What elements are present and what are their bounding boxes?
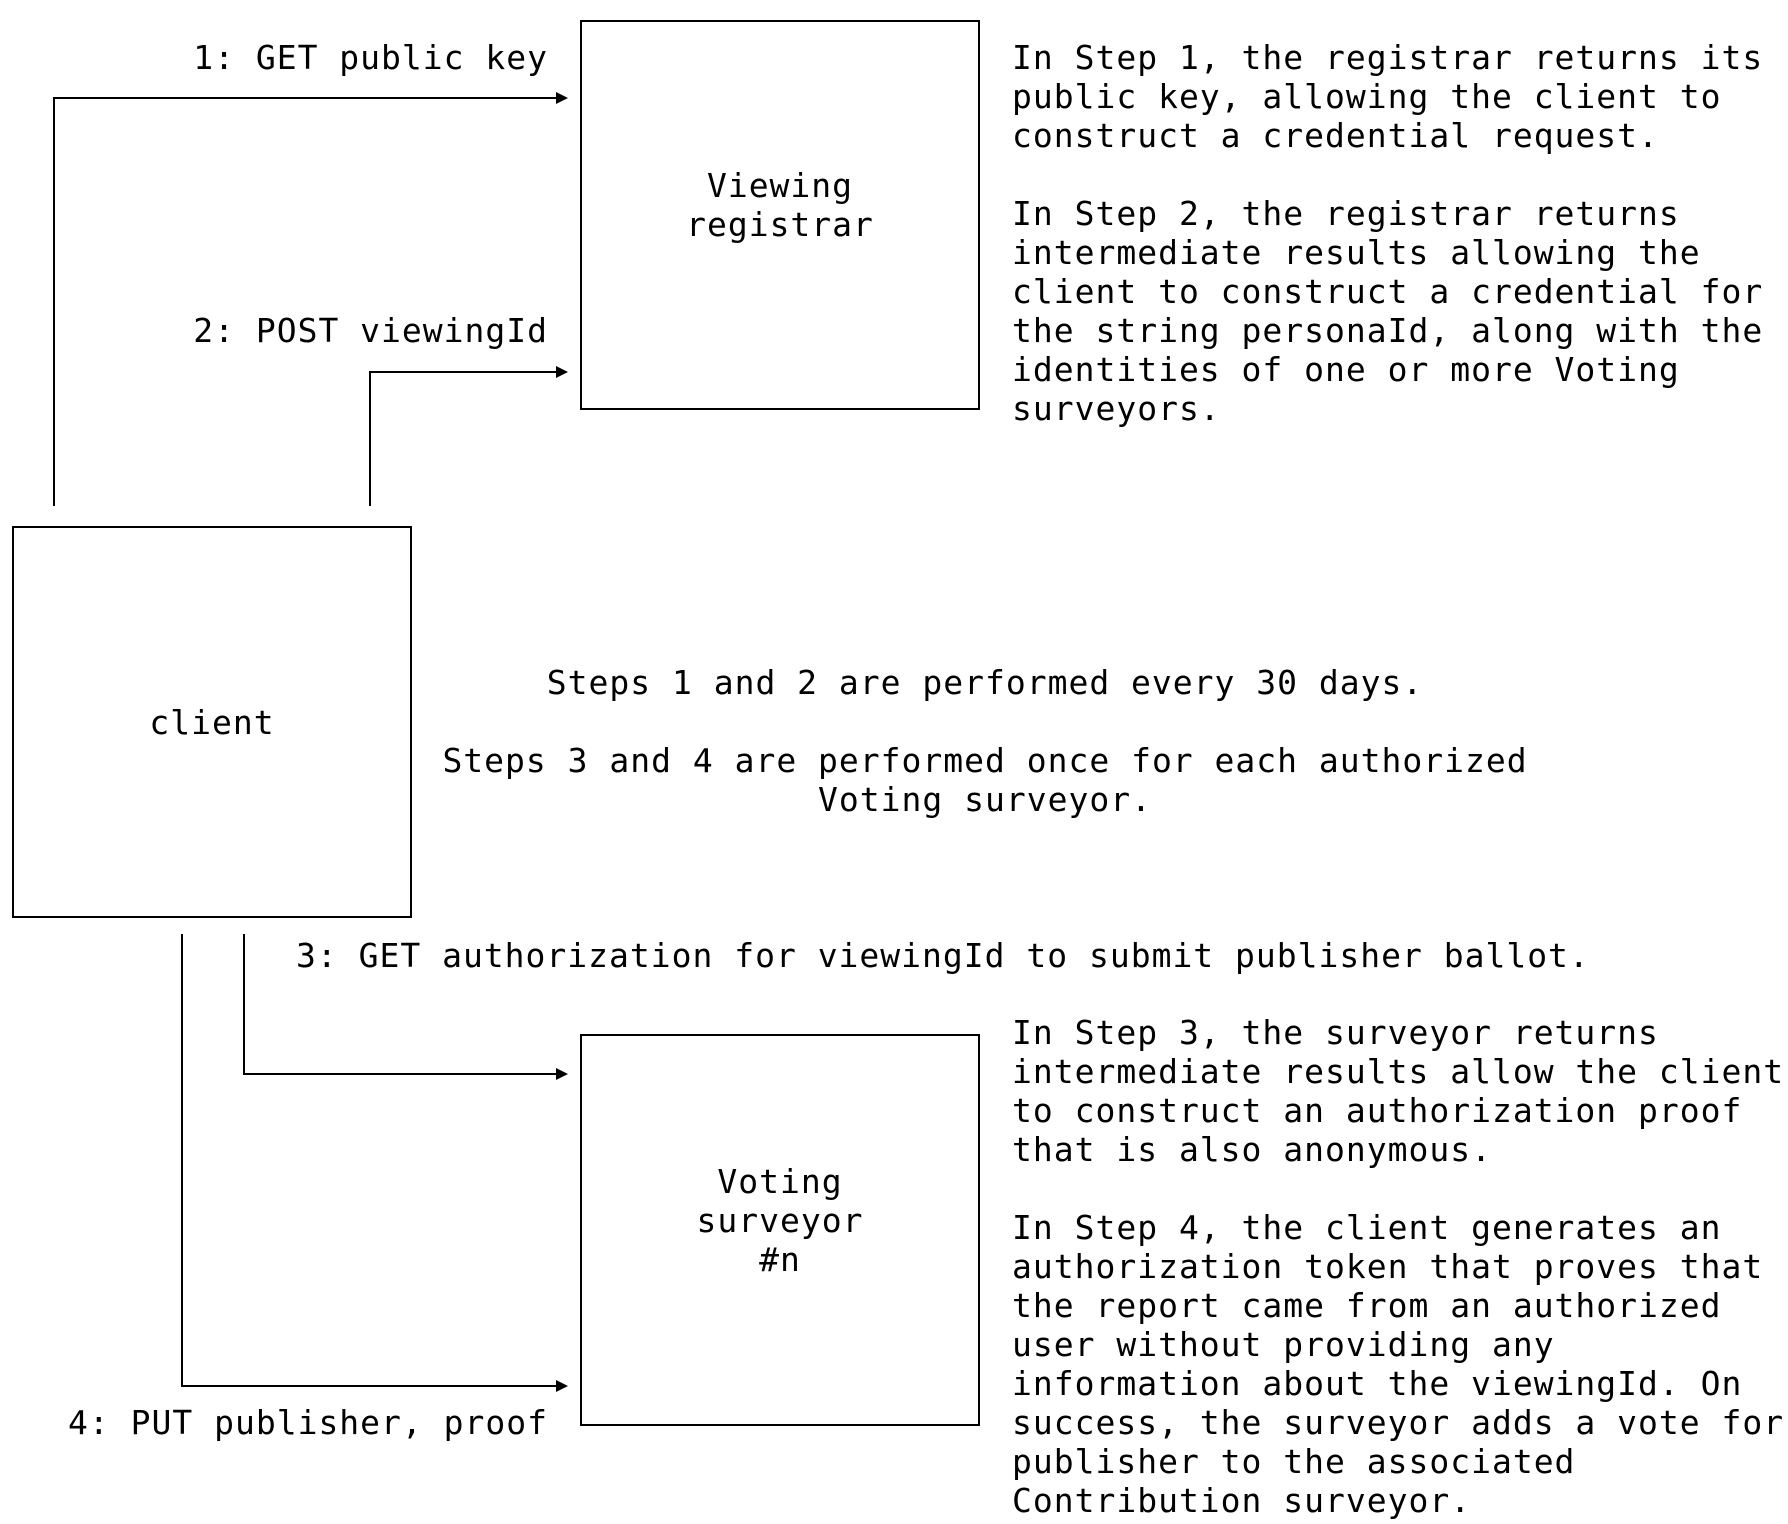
- surveyor-steps-note: In Step 3, the surveyor returns intermed…: [1012, 1013, 1785, 1520]
- voting-surveyor-box: Voting surveyor #n: [580, 1034, 980, 1426]
- voting-surveyor-label: Voting surveyor #n: [696, 1161, 864, 1279]
- viewing-registrar-box: Viewing registrar: [580, 20, 980, 410]
- step4-label: 4: PUT publisher, proof: [68, 1403, 548, 1442]
- schedule-steps-1-2: Steps 1 and 2 are performed every 30 day…: [546, 663, 1424, 702]
- step2-label: 2: POST viewingId: [193, 311, 548, 350]
- client-label: client: [149, 702, 275, 742]
- step1-label: 1: GET public key: [193, 38, 548, 77]
- schedule-steps-3-4: Steps 3 and 4 are performed once for eac…: [442, 741, 1528, 819]
- arrow-step2: [369, 366, 568, 506]
- step3-label: 3: GET authorization for viewingId to su…: [296, 936, 1590, 975]
- registrar-steps-note: In Step 1, the registrar returns its pub…: [1012, 38, 1764, 428]
- arrow-step1: [53, 92, 568, 506]
- arrow-step3: [243, 934, 568, 1080]
- arrow-step4: [181, 934, 568, 1392]
- client-box: client: [12, 526, 412, 918]
- viewing-registrar-label: Viewing registrar: [686, 166, 874, 244]
